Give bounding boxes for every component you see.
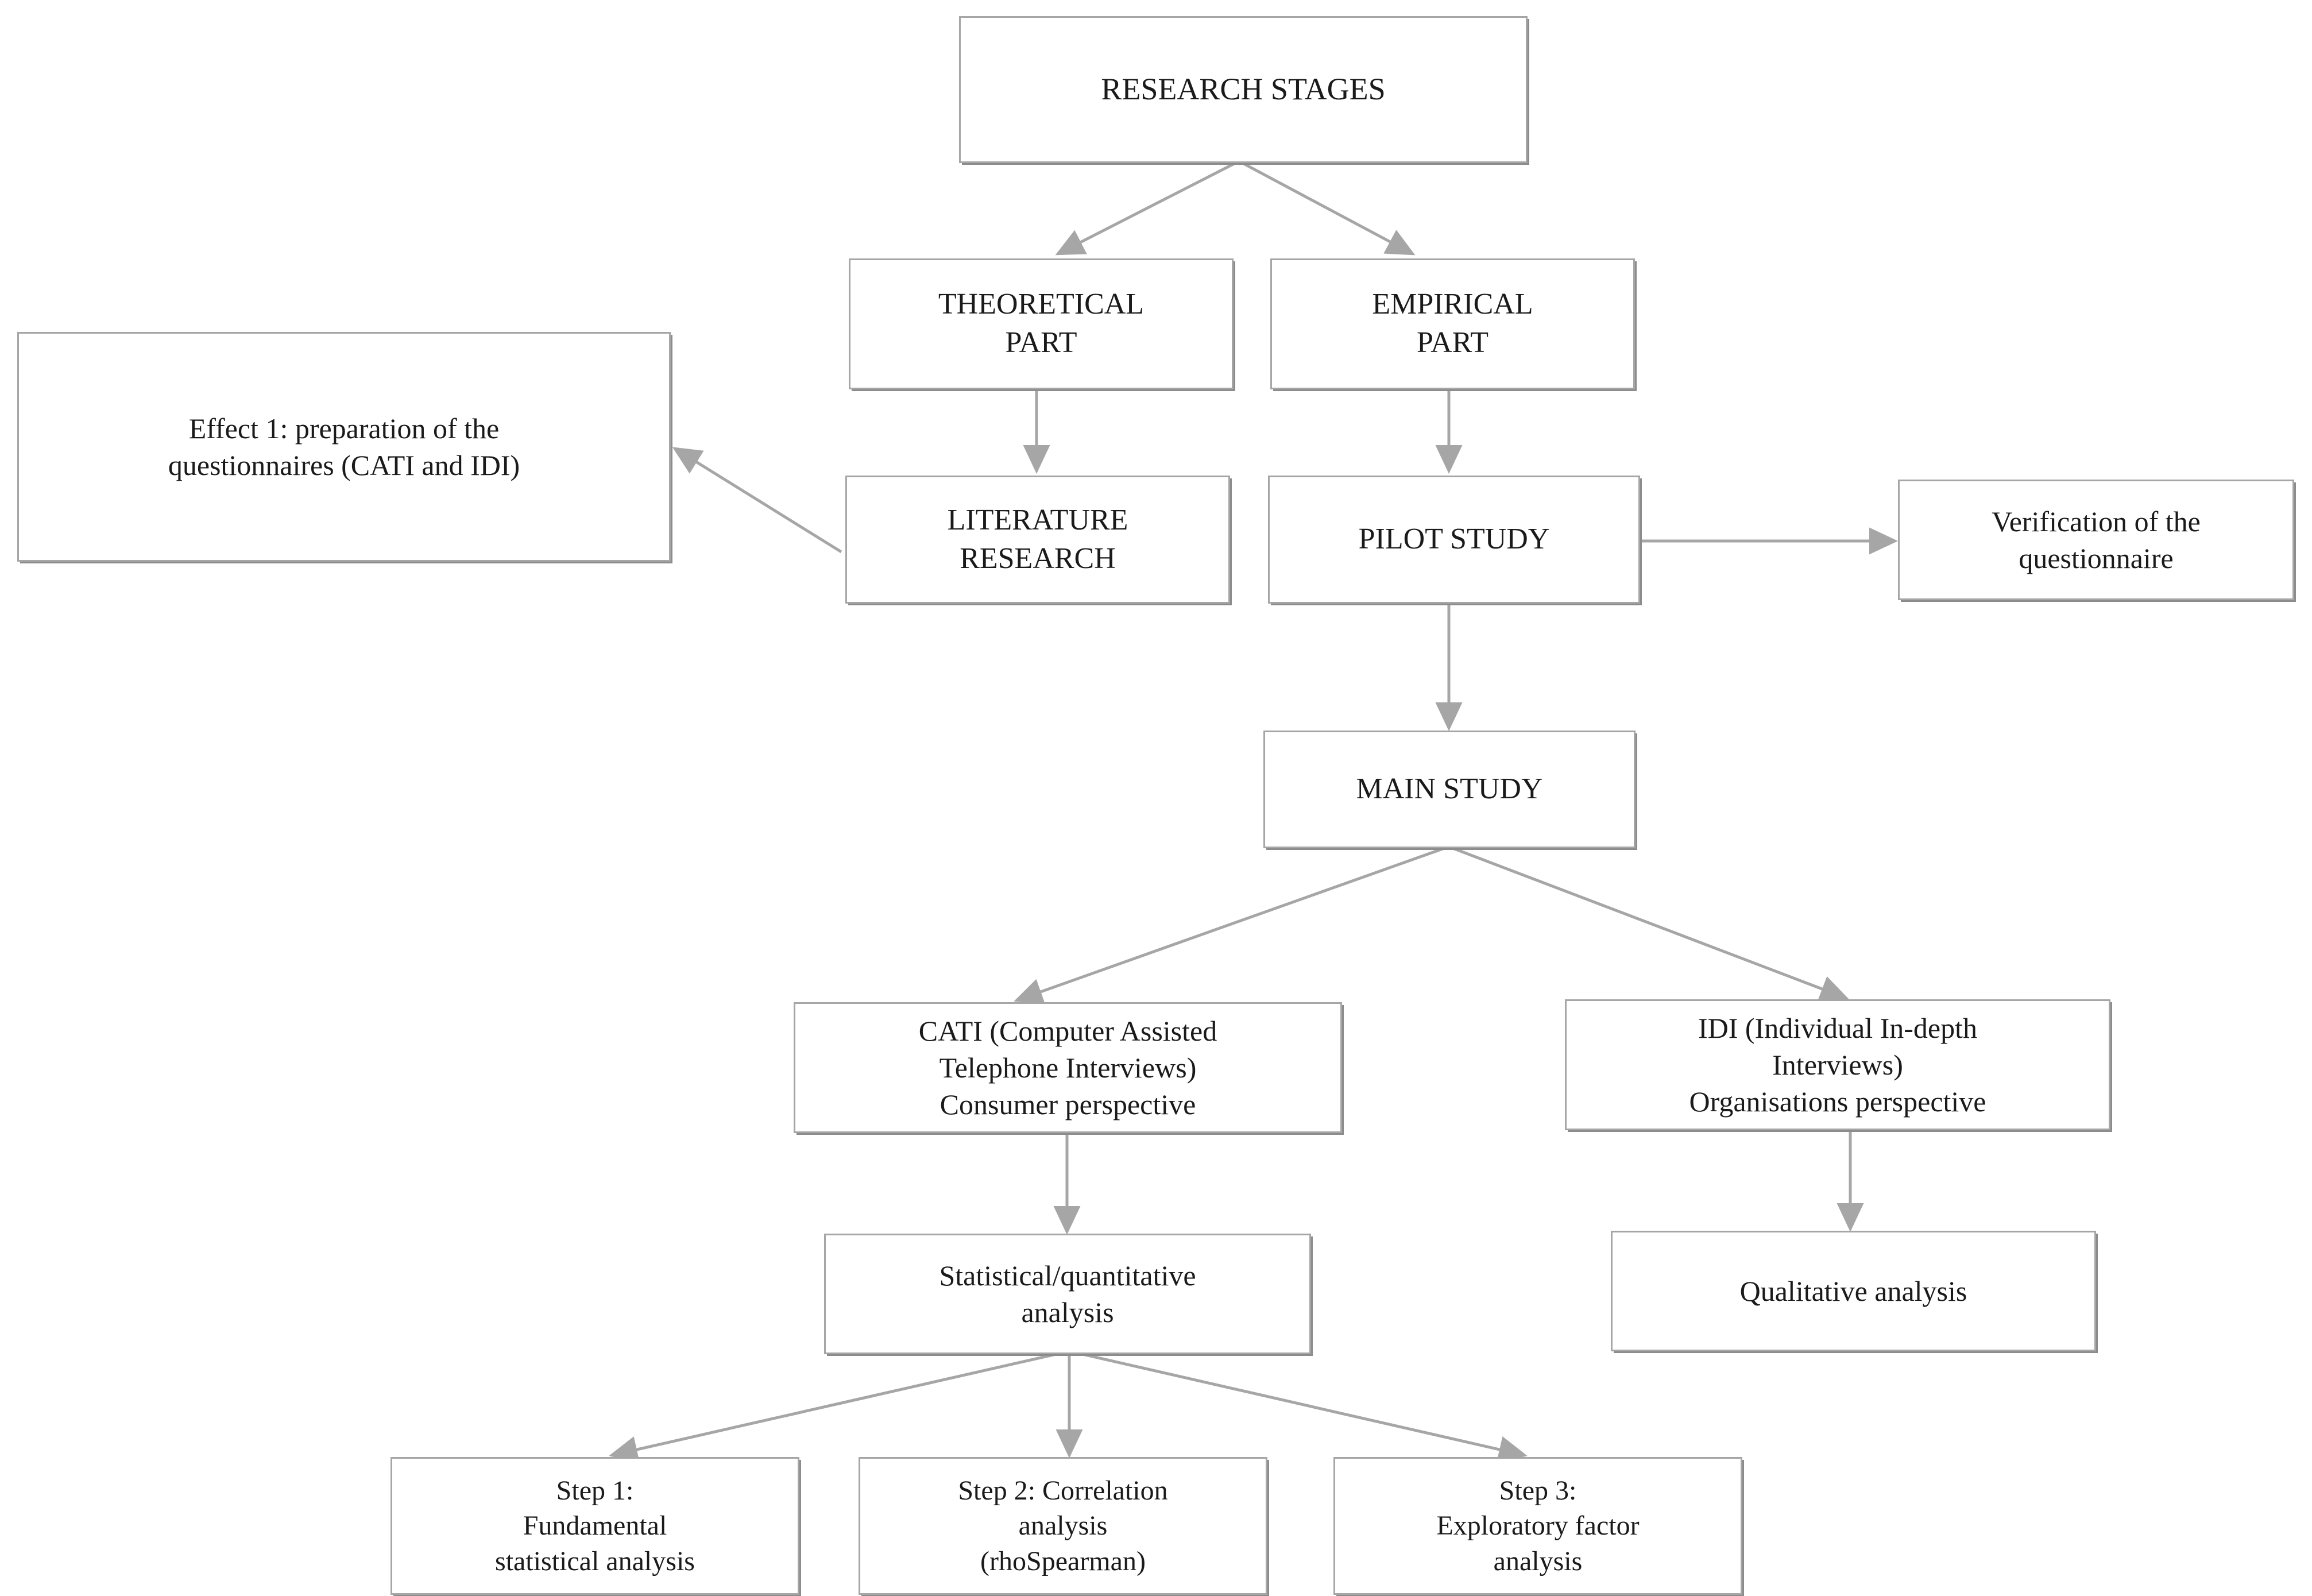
edge-main-to-cati <box>1014 847 1445 1005</box>
node-idi[interactable]: IDI (Individual In-depth Interviews) Org… <box>1565 999 2110 1130</box>
node-statistical-analysis[interactable]: Statistical/quantitative analysis <box>824 1234 1311 1354</box>
node-cati-label: CATI (Computer Assisted Telephone Interv… <box>918 1015 1217 1120</box>
node-main-study-label: MAIN STUDY <box>1356 772 1543 806</box>
node-empirical-part-label: EMPIRICAL PART <box>1372 288 1533 359</box>
node-empirical-part[interactable]: EMPIRICAL PART <box>1270 258 1635 389</box>
edge-main-to-idi <box>1452 847 1849 1002</box>
node-effect-1[interactable]: Effect 1: preparation of the questionnai… <box>17 332 671 562</box>
node-literature-research-label: LITERATURE RESEARCH <box>947 503 1128 575</box>
edge-research-to-empirical <box>1239 160 1416 256</box>
node-step-2-label: Step 2: Correlation analysis (rhoSpearma… <box>958 1475 1168 1576</box>
node-qualitative-analysis[interactable]: Qualitative analysis <box>1611 1231 2096 1351</box>
node-theoretical-part-label: THEORETICAL PART <box>938 288 1145 359</box>
node-theoretical-part[interactable]: THEORETICAL PART <box>849 258 1234 389</box>
node-pilot-study-label: PILOT STUDY <box>1358 523 1550 556</box>
node-step-1[interactable]: Step 1: Fundamental statistical analysis <box>391 1457 799 1595</box>
node-cati[interactable]: CATI (Computer Assisted Telephone Interv… <box>794 1002 1342 1133</box>
node-literature-research[interactable]: LITERATURE RESEARCH <box>845 476 1230 604</box>
edge-research-to-theoretical <box>1055 160 1239 256</box>
node-statistical-analysis-label: Statistical/quantitative analysis <box>939 1259 1196 1328</box>
node-step-1-label: Step 1: Fundamental statistical analysis <box>495 1475 695 1576</box>
edge-statistical-to-step3 <box>1074 1351 1528 1463</box>
node-step-2[interactable]: Step 2: Correlation analysis (rhoSpearma… <box>859 1457 1267 1595</box>
node-verification-questionnaire[interactable]: Verification of the questionnaire <box>1898 480 2294 600</box>
node-research-stages[interactable]: RESEARCH STAGES <box>959 16 1528 163</box>
node-verification-questionnaire-label: Verification of the questionnaire <box>1992 505 2201 574</box>
node-effect-1-label: Effect 1: preparation of the questionnai… <box>168 412 520 481</box>
node-main-study[interactable]: MAIN STUDY <box>1263 731 1636 848</box>
node-research-stages-label: RESEARCH STAGES <box>1101 72 1386 107</box>
edge-literature-to-effect1 <box>672 447 842 554</box>
node-qualitative-analysis-label: Qualitative analysis <box>1739 1275 1967 1307</box>
edge-statistical-to-step1 <box>609 1351 1064 1463</box>
node-step-3-label: Step 3: Exploratory factor analysis <box>1436 1475 1640 1576</box>
node-step-3[interactable]: Step 3: Exploratory factor analysis <box>1333 1457 1742 1595</box>
node-pilot-study[interactable]: PILOT STUDY <box>1268 476 1640 604</box>
node-idi-label: IDI (Individual In-depth Interviews) Org… <box>1689 1012 1986 1118</box>
